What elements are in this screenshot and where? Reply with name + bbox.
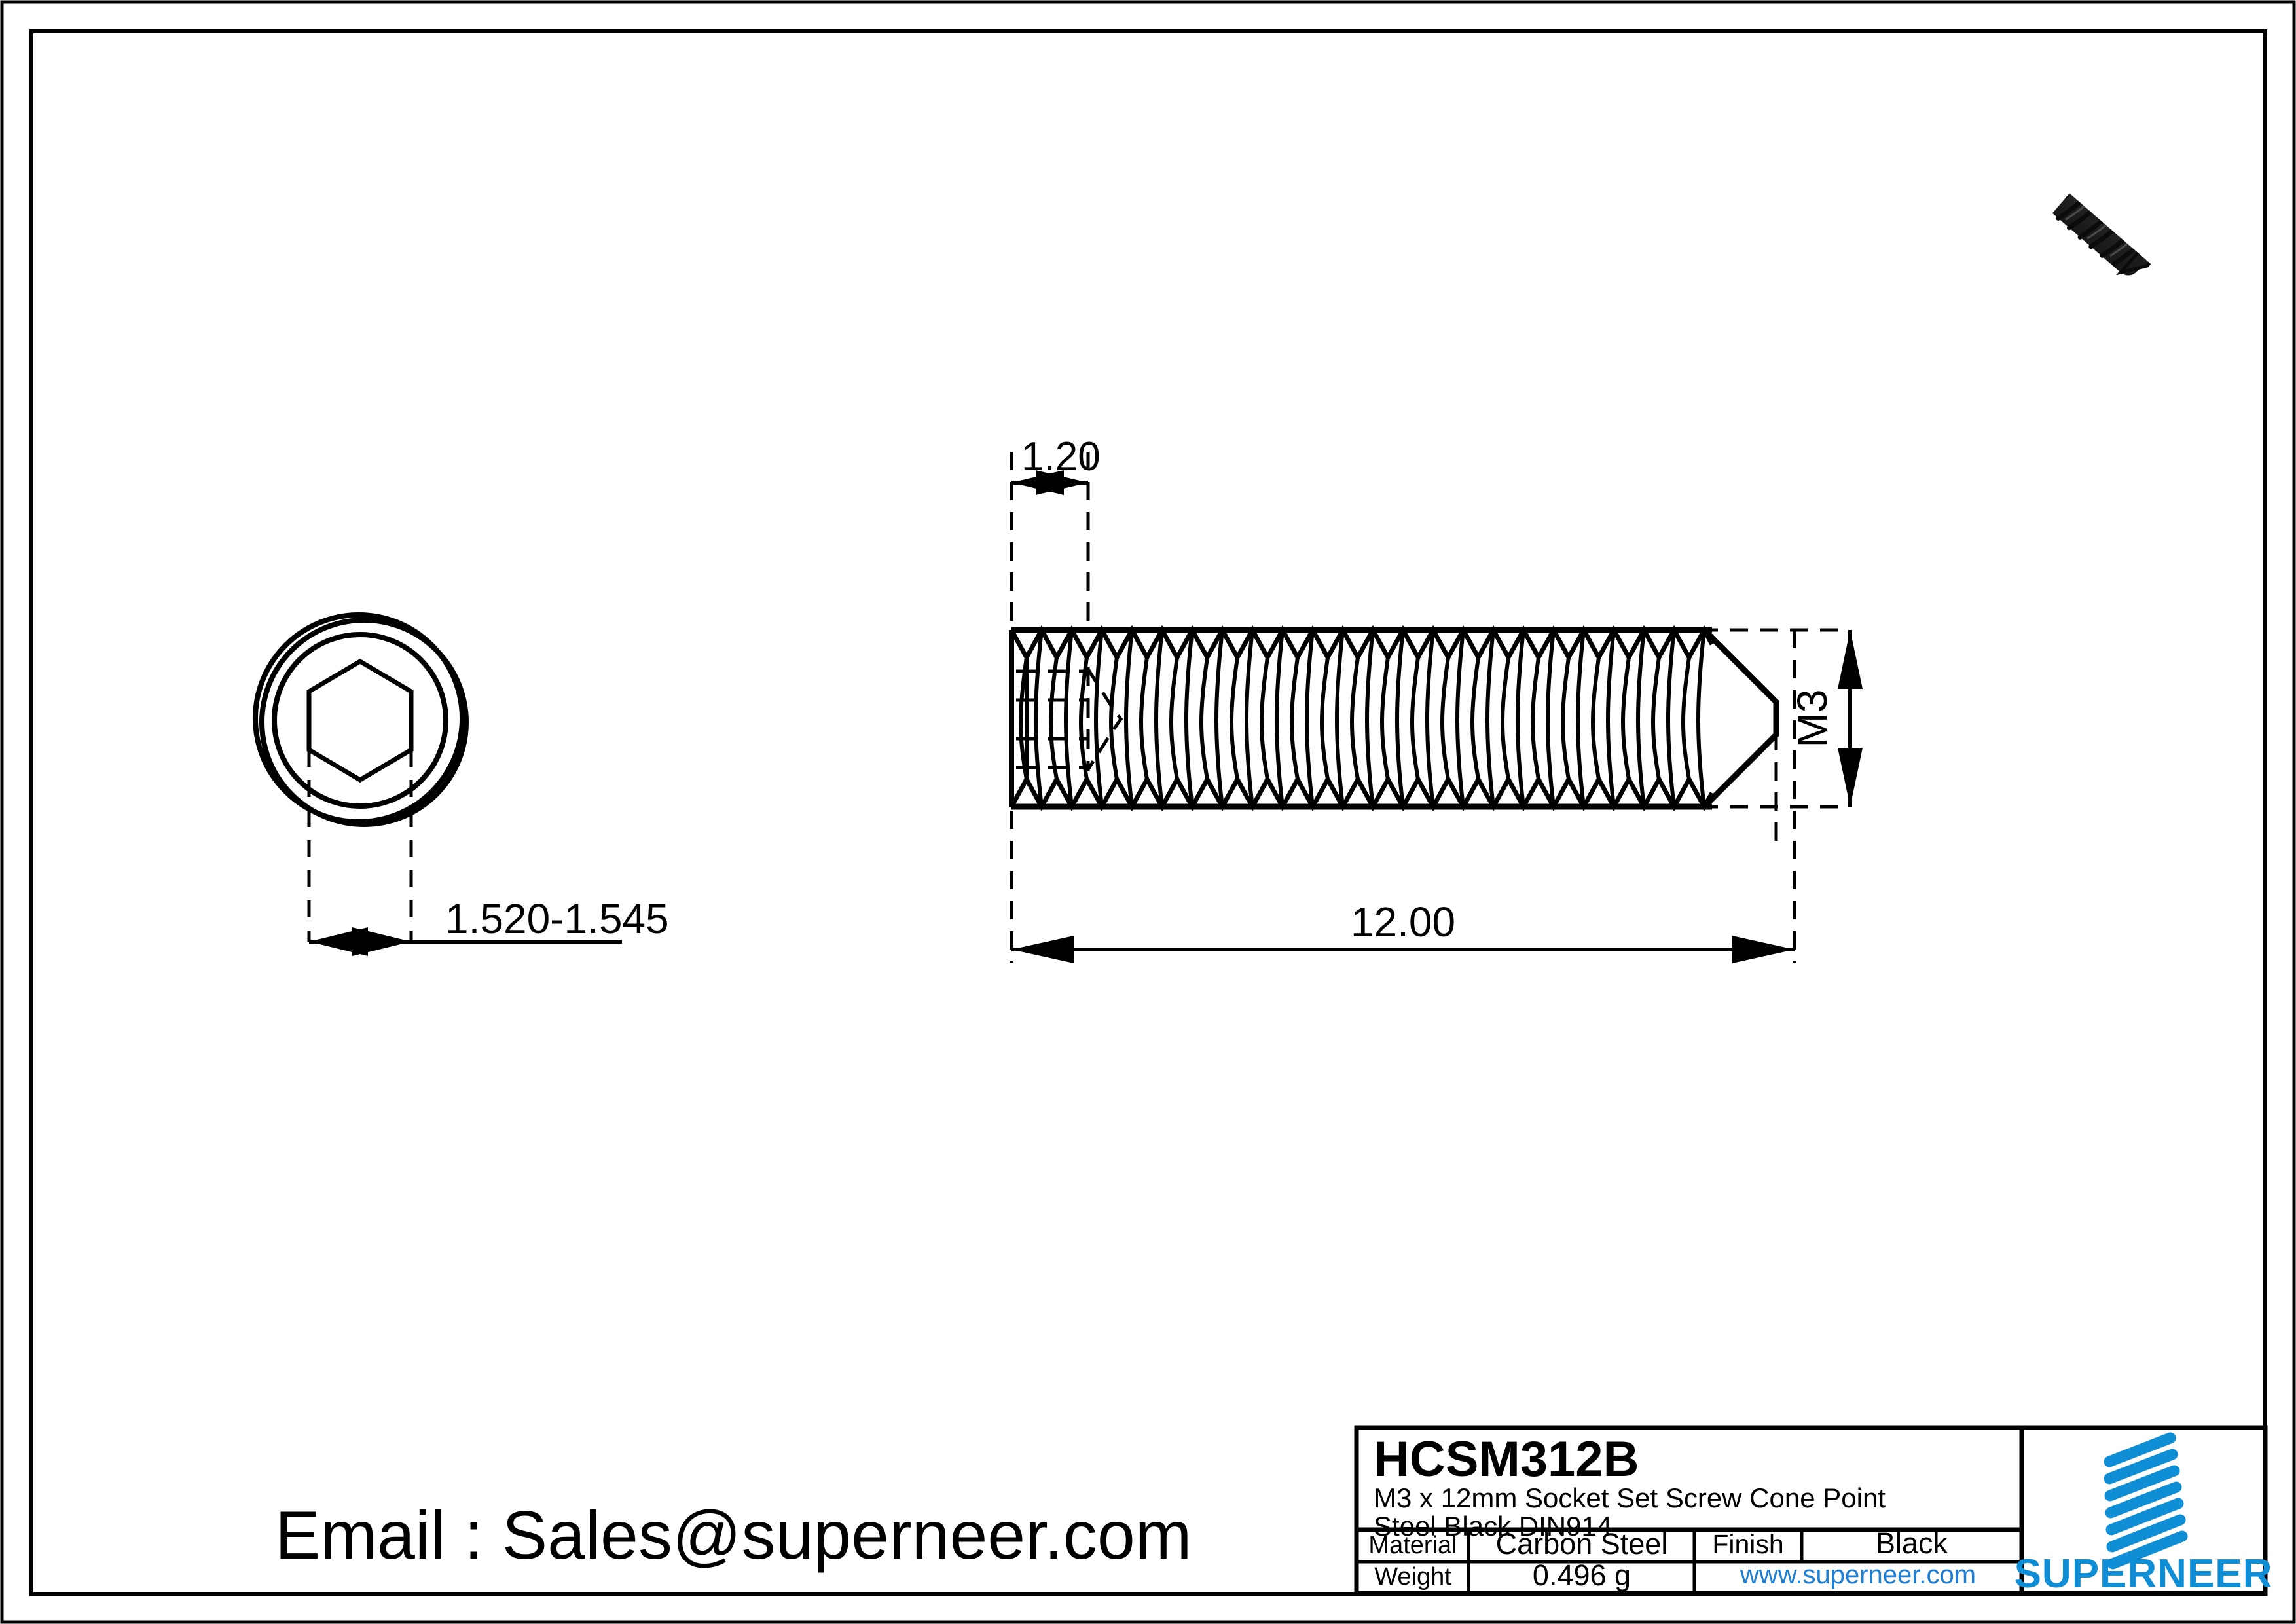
dimension-label-socket-depth: 1.20	[1021, 434, 1101, 479]
socket-bottom-cone	[1086, 668, 1123, 771]
threaded-side-view: 1.20 12.00 M3	[1009, 434, 1863, 963]
website-link[interactable]: www.superneer.com	[1740, 1560, 1976, 1589]
dimension-thread-diameter	[1838, 630, 1863, 807]
part-number: HCSM312B	[1374, 1431, 1639, 1487]
material-label: Material	[1368, 1532, 1457, 1559]
dimension-label-overall-length: 12.00	[1351, 898, 1455, 946]
dimension-socket-depth	[1010, 452, 1090, 629]
thread-flank-lines	[1019, 629, 1706, 807]
logo-mark-stripes	[2104, 1432, 2188, 1570]
sheet-border-inner	[29, 29, 2267, 1596]
finish-label: Finish	[1712, 1529, 1783, 1559]
cone-point	[1702, 627, 1779, 809]
dimension-label-socket-width: 1.520-1.545	[445, 895, 669, 942]
dimension-label-thread-diameter: M3	[1789, 690, 1836, 748]
socket-end-view: 1.520-1.545	[253, 612, 669, 956]
weight-value: 0.496 g	[1533, 1559, 1631, 1592]
part-description-line1: M3 x 12mm Socket Set Screw Cone Point	[1374, 1483, 1886, 1513]
logo-wordmark: SUPERNEER	[2014, 1551, 2273, 1596]
finish-value: Black	[1876, 1526, 1948, 1560]
weight-label: Weight	[1374, 1563, 1451, 1591]
material-value: Carbon Steel	[1496, 1527, 1668, 1560]
part-description-line2: Steel Black DIN914	[1374, 1511, 1612, 1541]
hidden-socket-lines	[1016, 667, 1090, 771]
end-view-extension-lines	[307, 750, 413, 942]
dimension-overall-length	[1010, 630, 1796, 963]
cone-point-reference-lines	[1700, 628, 1850, 851]
email-label: Email : Sales@superneer.com	[275, 1498, 1192, 1574]
dimension-socket-width	[309, 927, 622, 956]
thread-crests-top	[1009, 625, 1715, 663]
thread-roots-bottom	[1009, 774, 1715, 812]
title-block: HCSM312B M3 x 12mm Socket Set Screw Cone…	[1354, 1425, 2273, 1596]
isometric-render	[1929, 193, 2204, 276]
superneer-logo: SUPERNEER	[2014, 1432, 2273, 1596]
